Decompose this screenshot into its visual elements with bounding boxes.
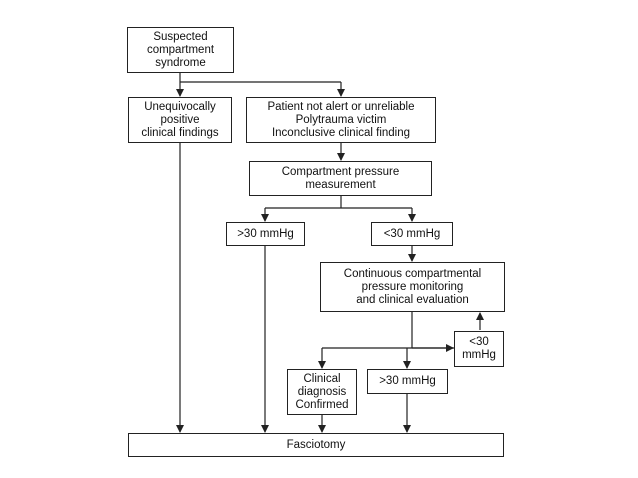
node-gt30-second: >30 mmHg <box>367 369 448 394</box>
node-suspected: Suspected compartment syndrome <box>127 27 234 73</box>
node-lt30-first: <30 mmHg <box>371 222 453 246</box>
node-positive-findings: Unequivocally positive clinical findings <box>128 97 232 143</box>
node-clinical-diagnosis: Clinical diagnosis Confirmed <box>287 369 357 415</box>
node-fasciotomy: Fasciotomy <box>128 433 504 457</box>
node-lt30-second: <30 mmHg <box>454 331 504 367</box>
node-not-alert: Patient not alert or unreliable Polytrau… <box>246 97 436 143</box>
node-gt30-first: >30 mmHg <box>226 222 305 246</box>
node-continuous-monitoring: Continuous compartmental pressure monito… <box>320 262 505 312</box>
node-pressure-measurement: Compartment pressure measurement <box>249 161 432 196</box>
